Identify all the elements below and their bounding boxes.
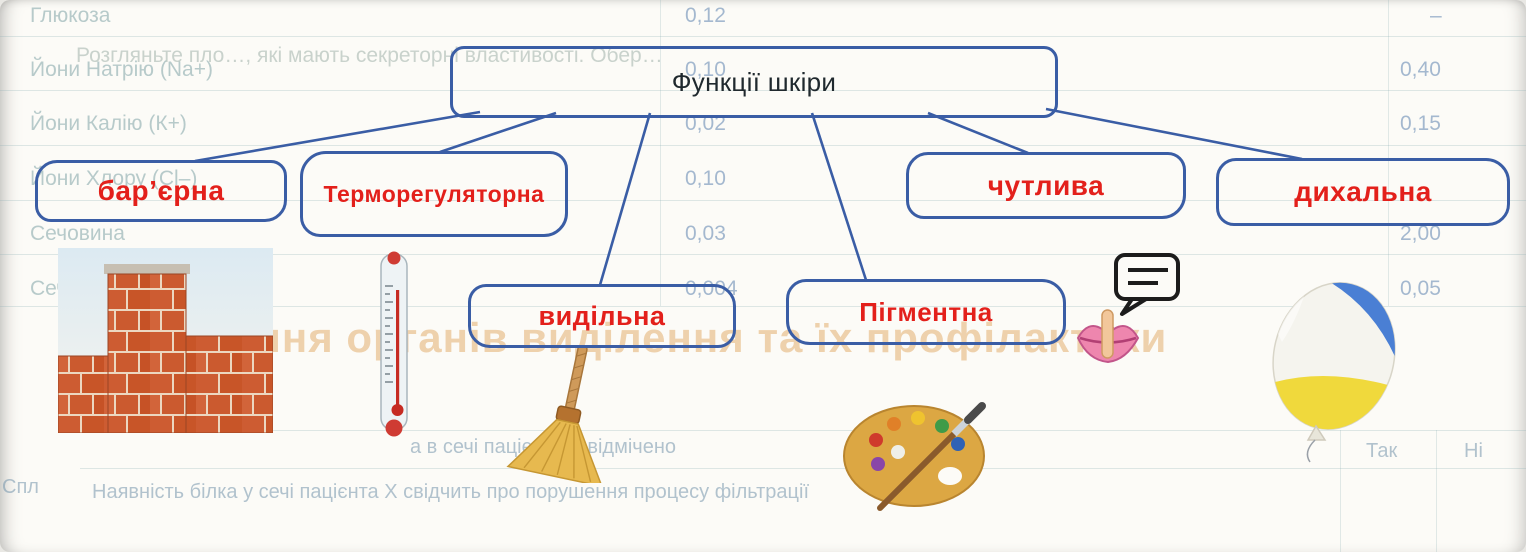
root-node-label: Функції шкіри [671,66,837,97]
lips-speech-bubble-icon [1076,253,1180,364]
bleed-row-label: Сечовина [30,222,125,245]
root-node-skin-functions: Функції шкіри [450,46,1058,118]
branch-node-pigmentary: Пігментна [786,279,1066,345]
broom-icon [506,344,604,488]
bleed-text: Наявність білка у сечі пацієнта X свідчи… [92,481,810,503]
bleed-row-label: Глюкоза [30,4,111,27]
thermometer-image [366,246,422,449]
branch-node-sensory: чутлива [906,152,1186,219]
bleed-row-value: 0,10 [685,58,726,81]
bleed-row-value: 0,03 [685,222,726,245]
bleed-text: Спл [2,476,39,498]
balloon-icon [1257,269,1411,463]
branch-label: видільна [538,300,666,331]
bleed-row-value: 2,00 [1400,222,1441,245]
broom-image [492,344,647,488]
balloon-image [1242,269,1427,469]
thermometer-icon [380,251,408,437]
bleed-row-value: 0,05 [1400,277,1441,300]
brick-wall-icon [57,248,274,434]
branch-label: бар’єрна [97,175,225,206]
bleed-row-label: Йони Хлору (Cl–) [30,167,198,190]
branch-label: Терморегуляторна [323,180,545,207]
bleed-text: Ні [1464,440,1483,462]
branch-node-respiratory: дихальна [1216,158,1510,226]
bleed-row-value: – [1430,4,1442,27]
bleed-row-value: 0,15 [1400,112,1441,135]
branch-node-thermoregulatory: Терморегуляторна [300,151,568,237]
bleed-row-value: 0,10 [685,167,726,190]
branch-label: чутлива [987,169,1105,201]
bleed-text: Так [1366,440,1398,462]
bleed-row-label: Йони Натрію (Na+) [30,58,213,81]
branch-label: дихальна [1294,176,1432,207]
paint-palette-icon [843,402,986,511]
branch-node-excretory: видільна [468,284,736,348]
paint-palette-image [842,388,997,521]
bleed-row-value: 0,40 [1400,58,1441,81]
bleed-row-label: Йони Калію (К+) [30,112,187,135]
bleed-note: Розгляньте пло…, які мають секреторні вл… [76,44,663,67]
bleed-row-value: 0,12 [685,4,726,27]
lips-speech-bubble-image [1072,252,1187,379]
branch-node-barrier: бар’єрна [35,160,287,222]
brick-wall-image [57,248,274,438]
bleed-heading: ювання органів виділення та їх профілакт… [168,314,1168,361]
branch-label: Пігментна [859,296,993,327]
